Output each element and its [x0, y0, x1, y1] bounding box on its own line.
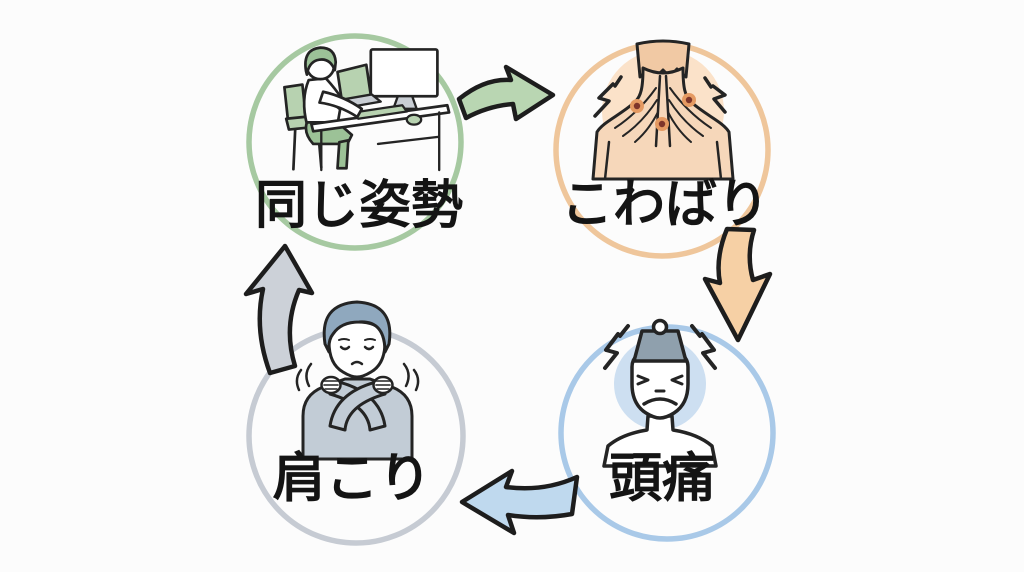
pain-bolt-icon	[593, 75, 623, 118]
desk-legs	[320, 111, 441, 172]
closed-eyes	[339, 345, 375, 351]
trigger-point	[685, 96, 693, 104]
arrow-right-icon	[456, 64, 556, 122]
pain-bolt-icon	[703, 76, 727, 114]
arrow-down-icon	[702, 226, 773, 343]
arrow-left-icon	[459, 468, 580, 536]
arm	[318, 90, 364, 119]
chair-back	[283, 83, 308, 122]
weight	[632, 329, 688, 363]
frown-mouth	[642, 397, 678, 406]
pain-squiggle-icon	[295, 362, 313, 392]
finger-lines	[323, 380, 339, 390]
pain-squiggle-icon	[402, 362, 420, 392]
sweater-body	[301, 377, 414, 461]
shoulder-stiffness-label: 肩こり	[272, 449, 432, 508]
hair	[322, 300, 392, 354]
hair	[304, 46, 338, 76]
spine-lines	[654, 74, 672, 148]
trigger-point	[658, 120, 666, 128]
pain-bolt-icon	[603, 324, 630, 370]
frown-mouth	[350, 360, 364, 366]
squeezed-eyes	[636, 374, 684, 386]
person-working-at-desk-icon	[283, 46, 451, 172]
eyebrows	[338, 338, 376, 341]
lower-leg	[336, 139, 350, 170]
headache-label: 頭痛	[609, 449, 715, 508]
stiffness-label: こわばり	[560, 176, 770, 234]
weight-on-head-icon	[602, 318, 718, 468]
neck-shoulders	[602, 414, 718, 468]
stiff-neck-muscles-icon	[591, 39, 735, 181]
same-posture-label: 同じ姿勢	[254, 177, 464, 235]
arm-lines	[603, 140, 723, 181]
person-holding-shoulders-icon	[295, 300, 420, 461]
same-posture-ring	[246, 33, 464, 251]
pain-bolt-icon	[690, 324, 717, 370]
finger-lines	[375, 380, 391, 390]
arrow-up-icon	[243, 243, 315, 376]
mouse	[405, 113, 423, 126]
monitor	[369, 48, 439, 98]
trigger-point	[633, 102, 641, 110]
weight-knob	[651, 318, 669, 336]
